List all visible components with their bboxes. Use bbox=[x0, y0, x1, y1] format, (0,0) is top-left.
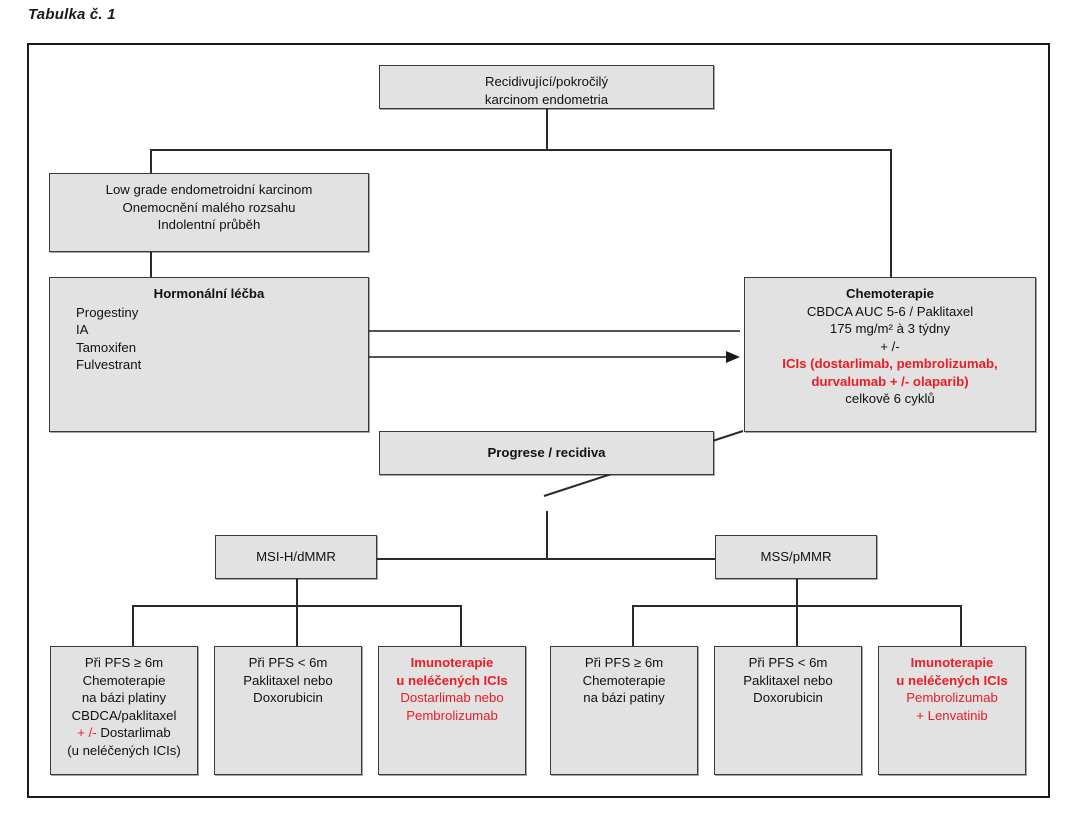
chemo-line-2: 175 mg/m² à 3 týdny bbox=[829, 321, 951, 336]
msi-pfs-lt-6m-line-3: Doxorubicin bbox=[253, 690, 323, 705]
connector-msi-leaf-3 bbox=[460, 605, 462, 646]
msi-pfs-lt-6m-line-1: Při PFS < 6m bbox=[248, 655, 328, 670]
msi-imunoterapie-line-2: u neléčených ICIs bbox=[396, 672, 508, 688]
msi-pfs-ge-6m-line-3: na bázi platiny bbox=[81, 690, 167, 705]
node-mss-pfs-ge-6m[interactable]: Při PFS ≥ 6m Chemoterapie na bázi patiny bbox=[550, 646, 698, 775]
mss-imunoterapie-line-4: + Lenvatinib bbox=[916, 707, 988, 723]
lowgrade-line-1: Low grade endometroidní karcinom bbox=[105, 182, 313, 197]
hormonal-heading: Hormonální léčba bbox=[153, 286, 265, 301]
chemo-line-3: + /- bbox=[880, 338, 900, 354]
chemo-tail: celkově 6 cyklů bbox=[845, 391, 935, 406]
msi-label: MSI-H/dMMR bbox=[256, 549, 336, 565]
hormonal-item-2: IA bbox=[76, 322, 89, 337]
msi-pfs-ge-6m-line-1: Při PFS ≥ 6m bbox=[84, 655, 164, 670]
node-hormonalni-lecba[interactable]: Hormonální léčba Progestiny IA Tamoxifen… bbox=[49, 277, 369, 432]
mss-imunoterapie-line-3: Pembrolizumab bbox=[906, 690, 998, 705]
root-line-2: karcinom endometria bbox=[484, 91, 609, 107]
mss-imunoterapie-line-1: Imunoterapie bbox=[910, 655, 994, 670]
chemo-red-line-2: durvalumab + /- olaparib) bbox=[811, 373, 969, 389]
mss-label: MSS/pMMR bbox=[760, 549, 832, 565]
connector-mss-leaf-2 bbox=[796, 605, 798, 646]
connector-root-bar bbox=[150, 149, 892, 151]
msi-pfs-ge-6m-line-6: (u neléčených ICIs) bbox=[67, 742, 181, 758]
connector-lowgrade-to-hormonal bbox=[150, 251, 152, 277]
connector-to-chemo bbox=[890, 149, 892, 277]
connector-progrese-trunk bbox=[546, 511, 548, 559]
mss-pfs-ge-6m-line-2: Chemoterapie bbox=[582, 672, 666, 688]
msi-pfs-ge-6m-line-2: Chemoterapie bbox=[82, 672, 166, 688]
node-root[interactable]: Recidivující/pokročilý karcinom endometr… bbox=[379, 65, 714, 109]
connector-to-lowgrade bbox=[150, 149, 152, 173]
mss-pfs-lt-6m-line-1: Při PFS < 6m bbox=[748, 655, 828, 670]
msi-pfs-ge-6m-line-5-rest: Dostarlimab bbox=[96, 725, 171, 740]
chemo-line-1: CBDCA AUC 5-6 / Paklitaxel bbox=[806, 303, 974, 319]
progrese-label: Progrese / recidiva bbox=[487, 445, 606, 461]
lowgrade-line-3: Indolentní průběh bbox=[157, 217, 261, 232]
msi-pfs-ge-6m-line-4: CBDCA/paklitaxel bbox=[71, 707, 177, 723]
msi-imunoterapie-line-4: Pembrolizumab bbox=[406, 707, 498, 723]
msi-pfs-ge-6m-line-5: + /- Dostarlimab bbox=[57, 724, 191, 742]
msi-imunoterapie-line-1: Imunoterapie bbox=[410, 655, 494, 670]
mss-pfs-ge-6m-line-1: Při PFS ≥ 6m bbox=[584, 655, 664, 670]
mss-pfs-lt-6m-line-2: Paklitaxel nebo bbox=[743, 672, 833, 688]
mss-pfs-lt-6m-line-3: Doxorubicin bbox=[753, 690, 823, 705]
figure-title: Tabulka č. 1 bbox=[28, 6, 116, 23]
hormonal-item-4: Fulvestrant bbox=[76, 357, 142, 372]
mss-pfs-ge-6m-line-3: na bázi patiny bbox=[583, 690, 665, 705]
node-msi-h-dmmr[interactable]: MSI-H/dMMR bbox=[215, 535, 377, 579]
connector-hormonal-chemo-arrows bbox=[336, 325, 740, 363]
diagram-frame: Recidivující/pokročilý karcinom endometr… bbox=[27, 43, 1050, 798]
node-chemoterapie[interactable]: Chemoterapie CBDCA AUC 5-6 / Paklitaxel … bbox=[744, 277, 1036, 432]
hormonal-item-3: Tamoxifen bbox=[76, 339, 137, 355]
root-line-1: Recidivující/pokročilý bbox=[484, 74, 609, 89]
msi-pfs-ge-6m-line-5-prefix: + /- bbox=[77, 725, 97, 740]
connector-mss-leaf-3 bbox=[960, 605, 962, 646]
hormonal-item-1: Progestiny bbox=[76, 304, 139, 320]
node-mss-pmmr[interactable]: MSS/pMMR bbox=[715, 535, 877, 579]
lowgrade-line-2: Onemocnění malého rozsahu bbox=[122, 199, 296, 215]
connector-msi-leaf-2 bbox=[296, 605, 298, 646]
node-low-grade[interactable]: Low grade endometroidní karcinom Onemocn… bbox=[49, 173, 369, 252]
connector-progrese-bar bbox=[296, 558, 798, 560]
node-progrese-recidiva[interactable]: Progrese / recidiva bbox=[379, 431, 714, 475]
mss-imunoterapie-line-2: u neléčených ICIs bbox=[896, 672, 1008, 688]
connector-root-trunk bbox=[546, 108, 548, 150]
chemo-red-line-1: ICIs (dostarlimab, pembrolizumab, bbox=[782, 356, 998, 371]
msi-pfs-lt-6m-line-2: Paklitaxel nebo bbox=[243, 672, 333, 688]
connector-msi-leaf-1 bbox=[132, 605, 134, 646]
connector-mss-leaf-1 bbox=[632, 605, 634, 646]
chemo-heading: Chemoterapie bbox=[846, 286, 934, 301]
msi-imunoterapie-line-3: Dostarlimab nebo bbox=[400, 690, 504, 705]
